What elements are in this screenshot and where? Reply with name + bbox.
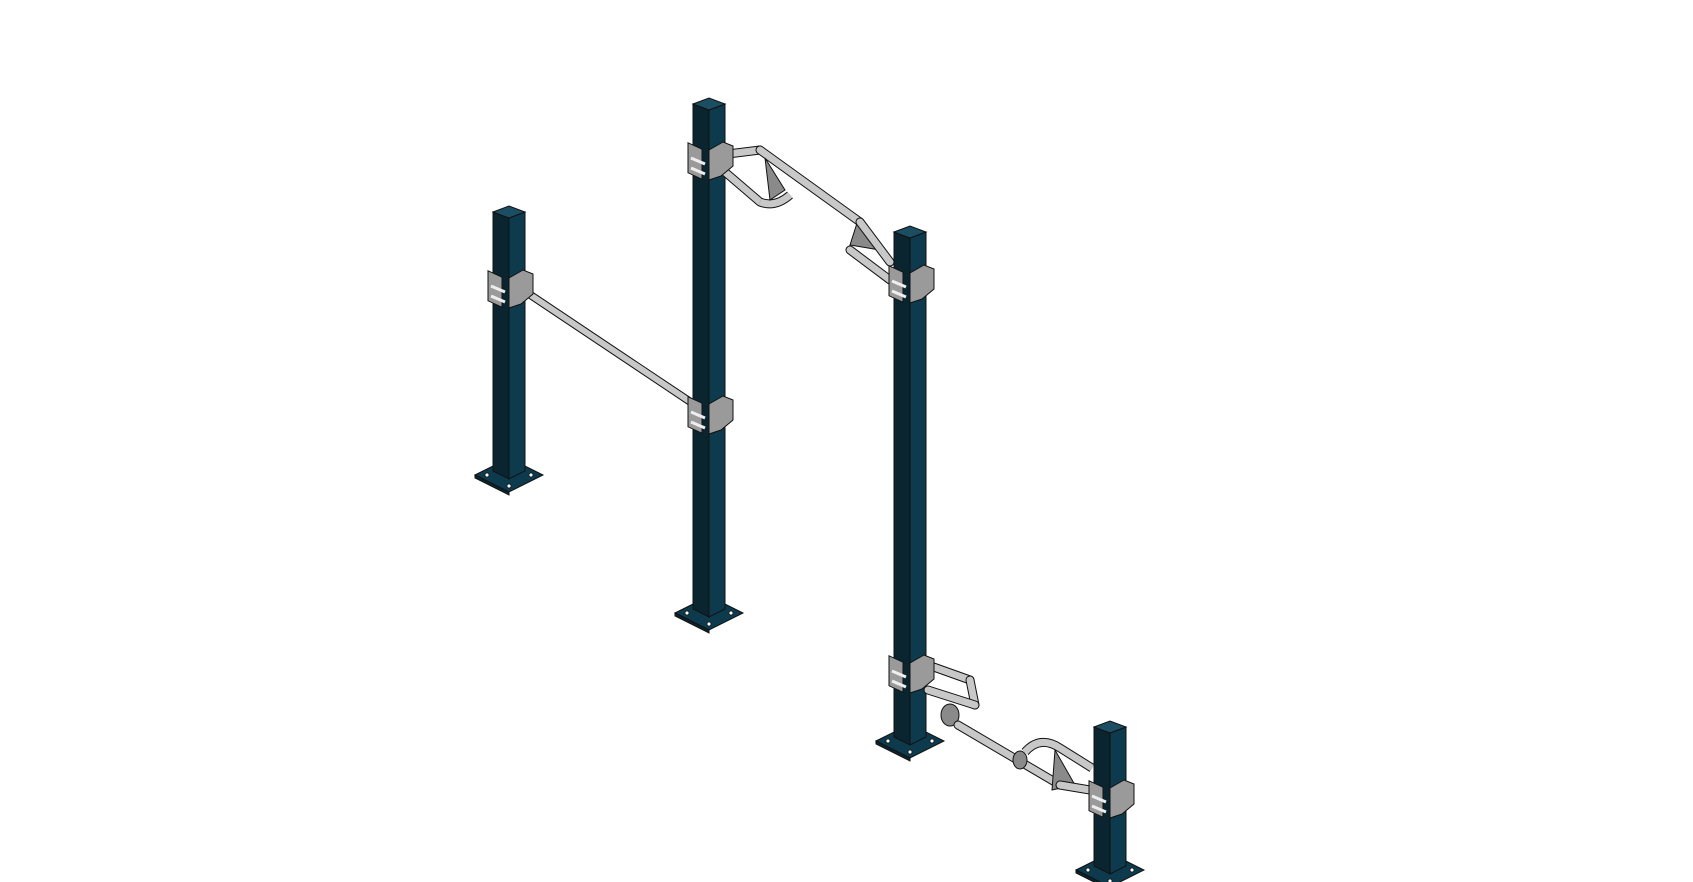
post-2-upper-bracket-bolt	[690, 156, 706, 166]
post-3-lower-bracket-plate	[909, 654, 935, 694]
lower-handle-tube	[1056, 781, 1094, 794]
post-2-lower-bracket-plate	[708, 395, 734, 435]
post-2-base-plate-edge	[674, 612, 710, 634]
bolt-hole	[728, 610, 734, 616]
upper-handle-gusset	[764, 157, 786, 201]
post-4-top-cap	[1092, 720, 1128, 734]
post-3-upper-bracket-bolt	[891, 279, 907, 289]
post-4-bracket-bolt	[1091, 804, 1107, 814]
post-4-bracket-plate	[1109, 779, 1135, 819]
bolt-hole	[706, 621, 712, 627]
post-1-base-plate-edge	[474, 474, 510, 496]
lower-handle-loop	[1022, 738, 1094, 771]
post-3-lower-bracket-bolt	[891, 679, 907, 689]
lower-handle-tube	[924, 661, 974, 684]
lower-handle-tube	[954, 721, 1064, 789]
post-3-upper-bracket-bolt	[891, 289, 907, 299]
bolt-hole	[506, 483, 512, 489]
bolt-hole	[684, 610, 690, 616]
bolt-hole	[1129, 867, 1135, 873]
post-2-right-face	[708, 103, 726, 618]
post-1-bracket-bolt	[490, 284, 506, 294]
upper-handle-tube	[721, 168, 764, 206]
post-1-right-face	[508, 211, 526, 480]
post-2-lower-bracket-bolt	[690, 420, 706, 430]
post-2-left-face	[692, 103, 710, 618]
post-4-base-plate-edge	[1075, 869, 1102, 882]
bolt-hole	[528, 472, 534, 478]
upper-handle-tube	[856, 218, 894, 266]
post-4-bracket-bolt	[1091, 794, 1107, 804]
lower-handle-knob	[940, 703, 960, 727]
bolt-hole	[1085, 867, 1091, 873]
pull-up-bar	[520, 287, 695, 406]
lower-handle-tube	[924, 686, 979, 709]
post-2-lower-bracket-bolt	[690, 410, 706, 420]
post-3-upper-bracket-plate	[909, 264, 935, 304]
upper-handle-loop	[758, 192, 793, 208]
post-2-top-cap	[691, 97, 727, 111]
bolt-hole	[484, 472, 490, 478]
post-2-upper-bracket-bolt	[690, 166, 706, 176]
post-2-upper-bracket-plate	[708, 141, 734, 181]
post-1-top-cap	[491, 205, 527, 219]
bolt-hole	[885, 738, 891, 744]
post-1-bracket-bolt	[490, 294, 506, 304]
post-3-base-plate-edge	[875, 740, 911, 762]
bolt-hole	[907, 749, 913, 755]
post-1-bracket-plate	[508, 269, 534, 309]
post-1-left-face	[492, 211, 510, 480]
post-3-top-cap	[892, 225, 928, 239]
upper-handle-tube	[756, 146, 864, 226]
post-3-lower-bracket-bolt	[891, 669, 907, 679]
bolt-hole	[929, 738, 935, 744]
bolt-hole	[1107, 878, 1113, 882]
upper-handle-tube	[846, 246, 894, 284]
lower-handle-knob	[1012, 750, 1028, 770]
